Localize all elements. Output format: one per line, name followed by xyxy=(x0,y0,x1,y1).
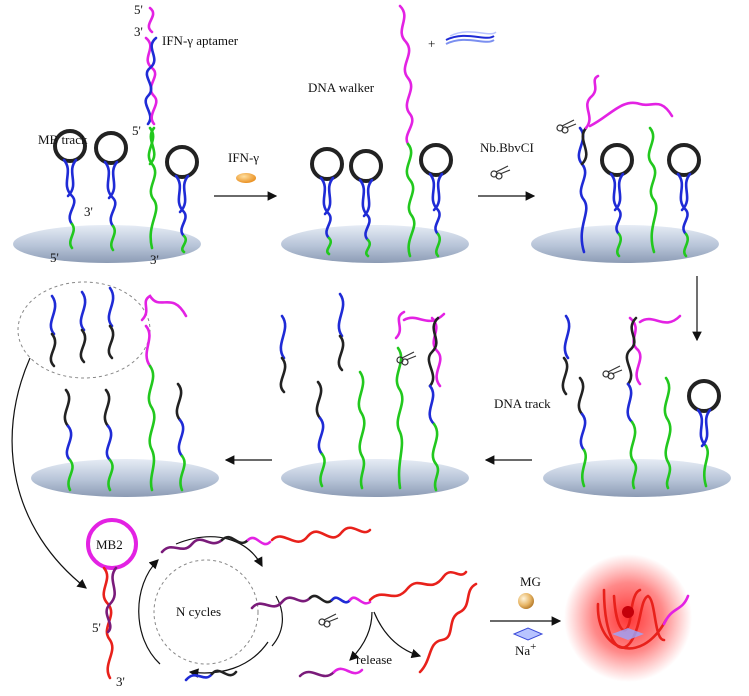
panel-5 xyxy=(281,294,444,490)
label-plus: + xyxy=(428,36,435,51)
label-mb2-3p: 3' xyxy=(116,674,125,689)
scissors-icon-cycle xyxy=(319,614,338,627)
cycle-arrow-left xyxy=(139,560,160,664)
label-3p-a: 3' xyxy=(84,204,93,219)
scissors-icon-panel-6 xyxy=(603,366,622,379)
g-quadruplex-glow xyxy=(564,554,692,682)
scissors-icon-panel-3 xyxy=(557,120,576,133)
label-5p-mid: 5' xyxy=(132,123,141,138)
cycle-arrow-bottom xyxy=(190,642,268,673)
sodium-ion-icon xyxy=(514,628,542,640)
scissors-icon xyxy=(491,166,510,179)
platform-6 xyxy=(543,459,731,497)
panel-4 xyxy=(18,282,186,490)
aptamer-protein-complex-icon xyxy=(446,32,496,44)
label-mb2-5p: 5' xyxy=(92,620,101,635)
label-enzyme: Nb.BbvCI xyxy=(480,140,534,155)
label-na: Na+ xyxy=(515,641,536,658)
arrow-release-right xyxy=(374,612,420,656)
platform-3 xyxy=(531,225,719,263)
platform-5 xyxy=(281,459,469,497)
label-release: release xyxy=(356,652,392,667)
label-ifn-gamma: IFN-γ xyxy=(228,150,259,165)
label-mg: MG xyxy=(520,574,541,589)
platform-2 xyxy=(281,225,469,263)
label-dna-track: DNA track xyxy=(494,396,551,411)
released-red-strand xyxy=(420,584,476,672)
label-mb-track: MB track xyxy=(38,132,88,147)
malachite-green-icon xyxy=(518,593,534,609)
label-3p-base: 3' xyxy=(150,252,159,267)
label-3p-top: 3' xyxy=(134,24,143,39)
label-5p-base: 5' xyxy=(50,250,59,265)
label-5p-top: 5' xyxy=(134,2,143,17)
label-n-cycles: N cycles xyxy=(176,604,221,619)
platform-4 xyxy=(31,459,219,497)
label-mb2: MB2 xyxy=(96,537,123,552)
platform-1 xyxy=(13,225,201,263)
ifn-gamma-protein-icon xyxy=(236,173,256,183)
label-dna-walker: DNA walker xyxy=(308,80,375,95)
label-aptamer: IFN-γ aptamer xyxy=(162,33,239,48)
